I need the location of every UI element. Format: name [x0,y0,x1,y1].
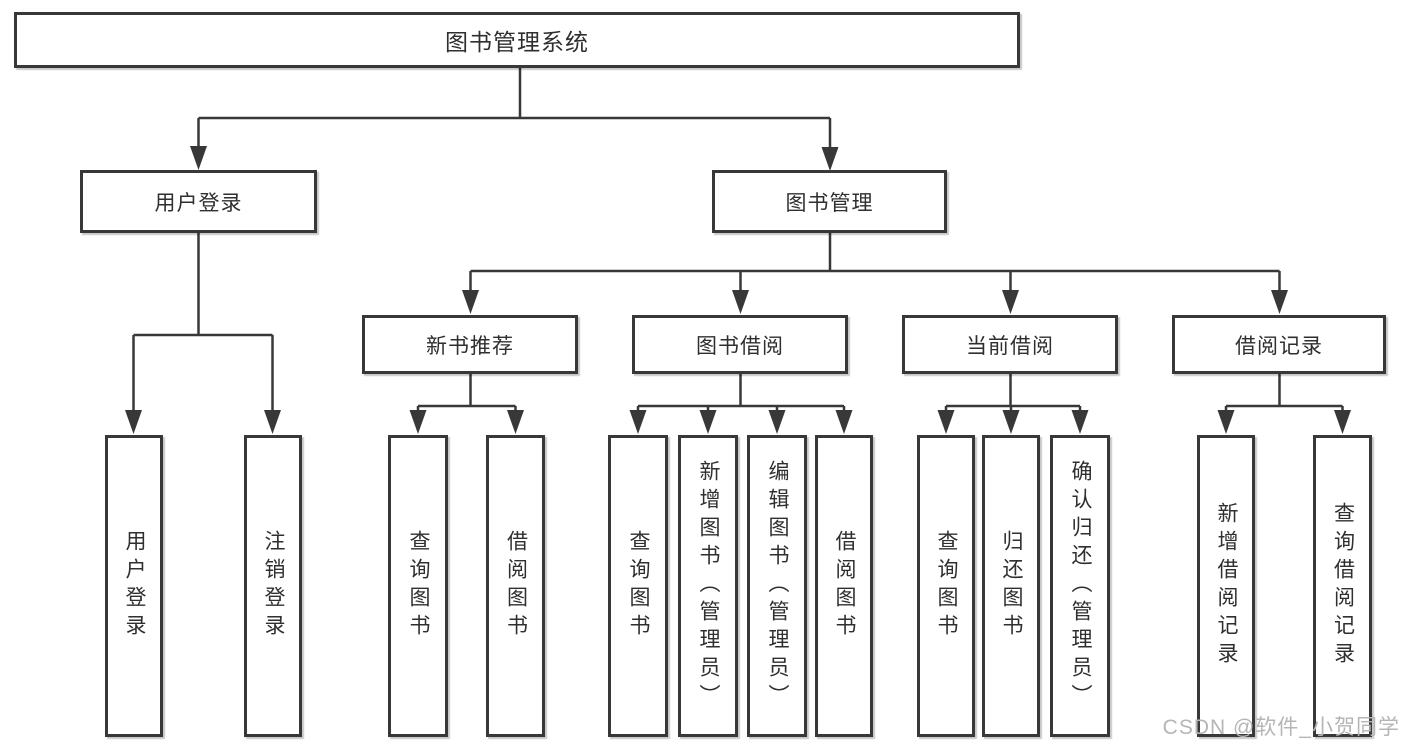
leaf-return-books: 归还图书 [982,435,1040,737]
csdn-watermark: CSDN @软件_小贺同学 [1162,716,1400,739]
node-library-management-system: 图书管理系统 [14,12,1020,68]
node-book-management: 图书管理 [712,170,947,233]
leaf-query-books-recommend: 查询图书 [388,435,448,737]
node-borrowing-records: 借阅记录 [1172,315,1386,374]
leaf-edit-books-admin: 编辑图书（管理员） [747,435,807,737]
leaf-add-books-admin: 新增图书（管理员） [678,435,738,737]
leaf-query-borrow-record: 查询借阅记录 [1313,435,1372,737]
leaf-user-login: 用户登录 [105,435,163,737]
leaf-add-borrow-record: 新增借阅记录 [1197,435,1255,737]
node-current-borrowing: 当前借阅 [902,315,1118,374]
leaf-confirm-return-admin: 确认归还（管理员） [1050,435,1110,737]
leaf-query-books-borrowing: 查询图书 [608,435,668,737]
node-new-book-recommendation: 新书推荐 [362,315,578,374]
node-book-borrowing: 图书借阅 [632,315,848,374]
leaf-borrow-books-recommend: 借阅图书 [486,435,545,737]
node-user-login: 用户登录 [80,170,317,233]
leaf-query-books-current: 查询图书 [917,435,975,737]
leaf-logout: 注销登录 [244,435,302,737]
leaf-borrow-books: 借阅图书 [815,435,873,737]
